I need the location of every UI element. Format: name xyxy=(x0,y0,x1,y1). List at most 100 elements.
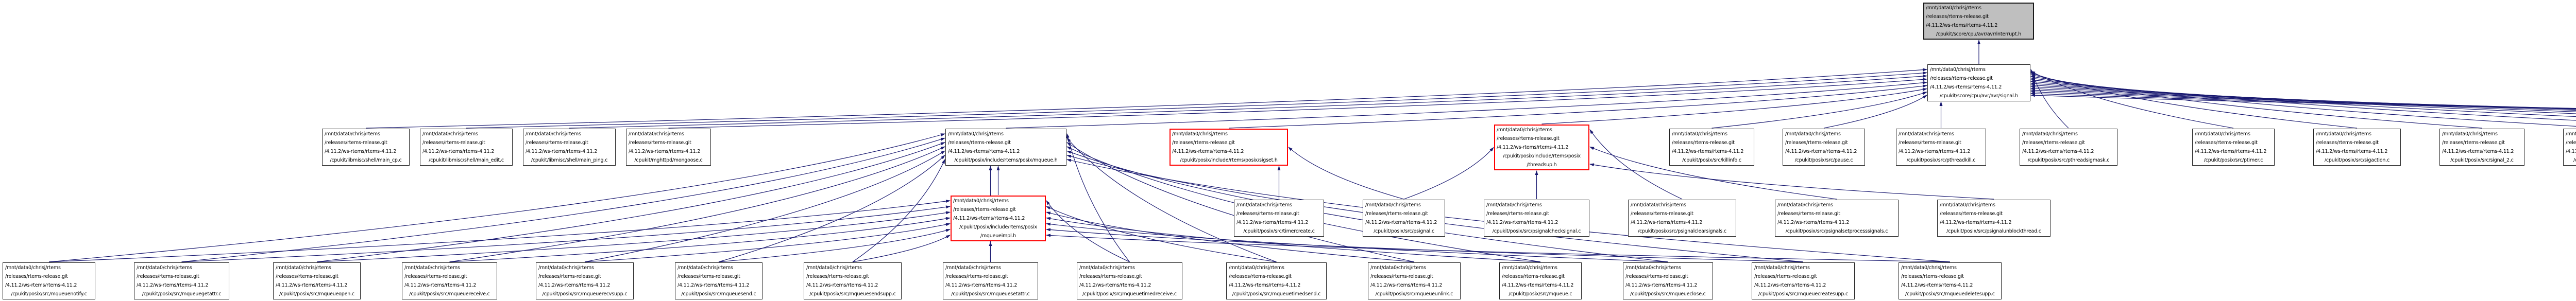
graph-node-mqueuetimedsend_c[interactable]: /mnt/data0/chrisj/rtems/releases/rtems-r… xyxy=(1226,262,1327,299)
graph-node-main_ping_c[interactable]: /mnt/data0/chrisj/rtems/releases/rtems-r… xyxy=(523,129,616,166)
graph-node-mqueue_c[interactable]: /mnt/data0/chrisj/rtems/releases/rtems-r… xyxy=(1499,262,1582,299)
include-edge xyxy=(316,211,951,262)
node-file-path-line: /cpukit/posix/src/psignalchecksignal.c xyxy=(1492,228,1581,234)
graph-node-mqueuerecvsupp_c[interactable]: /mnt/data0/chrisj/rtems/releases/rtems-r… xyxy=(536,262,634,299)
node-common-path-line: /releases/rtems-release.git xyxy=(1625,274,1688,279)
node-file-path-line: /cpukit/libmisc/shell/main_edit.c xyxy=(429,157,504,163)
include-edge xyxy=(1288,147,1404,200)
node-common-path-line: /releases/rtems-release.git xyxy=(1365,211,1428,217)
node-file-path-line: /cpukit/posix/src/mqueuegetattr.c xyxy=(142,291,222,297)
node-common-path-line: /mnt/data0/chrisj/rtems xyxy=(2022,131,2078,137)
include-edge xyxy=(1589,129,1683,200)
node-common-path-line: /releases/rtems-release.git xyxy=(5,274,68,279)
graph-node-mqueuetimedreceive_c[interactable]: /mnt/data0/chrisj/rtems/releases/rtems-r… xyxy=(1077,262,1182,299)
graph-node-mqueueunlink_c[interactable]: /mnt/data0/chrisj/rtems/releases/rtems-r… xyxy=(1368,262,1461,299)
node-common-path-line: /mnt/data0/chrisj/rtems xyxy=(1672,131,1727,137)
graph-node-killinfo_c[interactable]: /mnt/data0/chrisj/rtems/releases/rtems-r… xyxy=(1669,129,1754,166)
node-file-path-line: /cpukit/posix/src/mqueuenotify.c xyxy=(11,291,87,297)
graph-node-mqueuereceive_c[interactable]: /mnt/data0/chrisj/rtems/releases/rtems-r… xyxy=(402,262,497,299)
node-common-path-line: /releases/rtems-release.git xyxy=(526,140,588,146)
include-edge xyxy=(181,137,945,262)
graph-node-psignalunblockthread_c[interactable]: /mnt/data0/chrisj/rtems/releases/rtems-r… xyxy=(1937,200,2050,237)
node-file-path-line: /cpukit/posix/src/mqueue.c xyxy=(1509,291,1572,297)
node-common-path-line: /releases/rtems-release.git xyxy=(1940,211,2003,217)
graph-node-signal_2_c[interactable]: /mnt/data0/chrisj/rtems/releases/rtems-r… xyxy=(2439,129,2524,166)
include-edge xyxy=(1711,92,1927,129)
node-file-path-line: /cpukit/posix/src/mqueuetimedsend.c xyxy=(1232,291,1321,297)
node-file-path-line: /cpukit/posix/src/mqueuecreatesupp.c xyxy=(1758,291,1849,297)
graph-node-mqueuecreatesupp_c[interactable]: /mnt/data0/chrisj/rtems/releases/rtems-r… xyxy=(1752,262,1855,299)
node-common-path-line: /mnt/data0/chrisj/rtems xyxy=(953,198,1009,204)
node-file-path-line: /cpukit/posix/src/ptimer.c xyxy=(2204,157,2263,163)
include-edge xyxy=(2030,78,2576,117)
node-file-path-line: /cpukit/posix/src/mqueueclose.c xyxy=(1630,291,1706,297)
include-edge xyxy=(852,235,951,262)
graph-node-mqueuesendsupp_c[interactable]: /mnt/data0/chrisj/rtems/releases/rtems-r… xyxy=(804,262,902,299)
node-common-path-line: /4.11.2/ws-rtems/rtems-4.11.2 xyxy=(1172,149,1244,154)
graph-node-mqueueimpl_h[interactable]: /mnt/data0/chrisj/rtems/releases/rtems-r… xyxy=(951,196,1046,241)
node-file-path-line: /cpukit/posix/src/pthreadsigmask.c xyxy=(2027,157,2110,163)
node-common-path-line: /releases/rtems-release.git xyxy=(629,140,691,146)
graph-node-pthreadsigmask_c[interactable]: /mnt/data0/chrisj/rtems/releases/rtems-r… xyxy=(2020,129,2117,166)
include-edge xyxy=(1541,87,1927,125)
include-edge xyxy=(2030,92,2576,109)
include-edge xyxy=(48,133,945,262)
graph-node-main_cp_c[interactable]: /mnt/data0/chrisj/rtems/releases/rtems-r… xyxy=(322,129,410,166)
graph-node-main_edit_c[interactable]: /mnt/data0/chrisj/rtems/releases/rtems-r… xyxy=(420,129,513,166)
node-common-path-line: /4.11.2/ws-rtems/rtems-4.11.2 xyxy=(422,149,495,154)
node-common-path-line: /releases/rtems-release.git xyxy=(1370,274,1433,279)
include-edge xyxy=(1589,146,1837,200)
graph-node-mqueuenotify_c[interactable]: /mnt/data0/chrisj/rtems/releases/rtems-r… xyxy=(3,262,95,299)
node-common-path-line: /mnt/data0/chrisj/rtems xyxy=(806,265,862,271)
node-common-path-line: /4.11.2/ws-rtems/rtems-4.11.2 xyxy=(1625,282,1698,288)
node-common-path-line: /releases/rtems-release.git xyxy=(1926,14,1989,20)
node-common-path-line: /mnt/data0/chrisj/rtems xyxy=(1079,265,1135,271)
node-common-path-line: /4.11.2/ws-rtems/rtems-4.11.2 xyxy=(1926,23,1998,28)
graph-node-sigpending_c[interactable]: /mnt/data0/chrisj/rtems/releases/rtems-r… xyxy=(2563,129,2576,166)
node-common-path-line: /mnt/data0/chrisj/rtems xyxy=(2566,131,2576,137)
node-file-path-line: /cpukit/posix/src/mqueuerecvsupp.c xyxy=(542,291,628,297)
node-common-path-line: /releases/rtems-release.git xyxy=(422,140,485,146)
include-edge xyxy=(1046,211,1415,262)
graph-node-signal_h[interactable]: /mnt/data0/chrisj/rtems/releases/rtems-r… xyxy=(1927,64,2030,101)
graph-node-mqueuesend_c[interactable]: /mnt/data0/chrisj/rtems/releases/rtems-r… xyxy=(675,262,762,299)
node-common-path-line: /releases/rtems-release.git xyxy=(806,274,869,279)
include-edge xyxy=(1046,200,1130,262)
include-edge xyxy=(2030,88,2576,109)
graph-node-sigset_h[interactable]: /mnt/data0/chrisj/rtems/releases/rtems-r… xyxy=(1170,129,1288,166)
node-common-path-line: /mnt/data0/chrisj/rtems xyxy=(325,131,380,137)
graph-node-mqueueopen_c[interactable]: /mnt/data0/chrisj/rtems/releases/rtems-r… xyxy=(273,262,361,299)
edge-group xyxy=(48,40,2576,262)
graph-node-psignalsetprocesssignals_c[interactable]: /mnt/data0/chrisj/rtems/releases/rtems-r… xyxy=(1775,200,1899,237)
node-common-path-line: /mnt/data0/chrisj/rtems xyxy=(1172,131,1228,137)
node-common-path-line: /4.11.2/ws-rtems/rtems-4.11.2 xyxy=(1236,220,1309,225)
node-file-path-line: /cpukit/posix/src/mqueuedeletesupp.c xyxy=(1905,291,1995,297)
graph-node-mqueuesetattr_c[interactable]: /mnt/data0/chrisj/rtems/releases/rtems-r… xyxy=(943,262,1038,299)
graph-node-pthreadkill_c[interactable]: /mnt/data0/chrisj/rtems/releases/rtems-r… xyxy=(1896,129,1986,166)
graph-node-mqueuedeletesupp_c[interactable]: /mnt/data0/chrisj/rtems/releases/rtems-r… xyxy=(1899,262,2002,299)
node-common-path-line: /releases/rtems-release.git xyxy=(1754,274,1817,279)
include-edge xyxy=(668,78,1927,129)
node-common-path-line: /mnt/data0/chrisj/rtems xyxy=(538,265,594,271)
include-edge xyxy=(2030,83,2576,111)
graph-node-mqueue_h[interactable]: /mnt/data0/chrisj/rtems/releases/rtems-r… xyxy=(945,129,1066,166)
node-file-path-line: /cpukit/posix/src/mqueueopen.c xyxy=(279,291,354,297)
node-common-path-line: /4.11.2/ws-rtems/rtems-4.11.2 xyxy=(1930,84,2002,90)
graph-node-sigaction_c[interactable]: /mnt/data0/chrisj/rtems/releases/rtems-r… xyxy=(2313,129,2401,166)
graph-node-pause_c[interactable]: /mnt/data0/chrisj/rtems/releases/rtems-r… xyxy=(1783,129,1865,166)
graph-node-psignal_c[interactable]: /mnt/data0/chrisj/rtems/releases/rtems-r… xyxy=(1363,200,1445,237)
node-common-path-line: /releases/rtems-release.git xyxy=(325,140,387,146)
graph-node-mongoose_c[interactable]: /mnt/data0/chrisj/rtems/releases/rtems-r… xyxy=(626,129,711,166)
graph-node-psignalchecksignal_c[interactable]: /mnt/data0/chrisj/rtems/releases/rtems-r… xyxy=(1484,200,1589,237)
graph-node-mqueuegetattr_c[interactable]: /mnt/data0/chrisj/rtems/releases/rtems-r… xyxy=(134,262,229,299)
include-edge xyxy=(1823,95,1927,129)
node-common-path-line: /mnt/data0/chrisj/rtems xyxy=(2316,131,2371,137)
node-common-path-line: /4.11.2/ws-rtems/rtems-4.11.2 xyxy=(538,282,611,288)
graph-node-timercreate_c[interactable]: /mnt/data0/chrisj/rtems/releases/rtems-r… xyxy=(1234,200,1324,237)
node-common-path-line: /releases/rtems-release.git xyxy=(1236,211,1299,217)
graph-node-ptimer_c[interactable]: /mnt/data0/chrisj/rtems/releases/rtems-r… xyxy=(2192,129,2275,166)
graph-node-threadsup_h[interactable]: /mnt/data0/chrisj/rtems/releases/rtems-r… xyxy=(1494,125,1589,170)
include-edge xyxy=(1066,155,1804,262)
graph-node-psignalclearsignals_c[interactable]: /mnt/data0/chrisj/rtems/releases/rtems-r… xyxy=(1628,200,1736,237)
graph-node-mqueueclose_c[interactable]: /mnt/data0/chrisj/rtems/releases/rtems-r… xyxy=(1623,262,1713,299)
